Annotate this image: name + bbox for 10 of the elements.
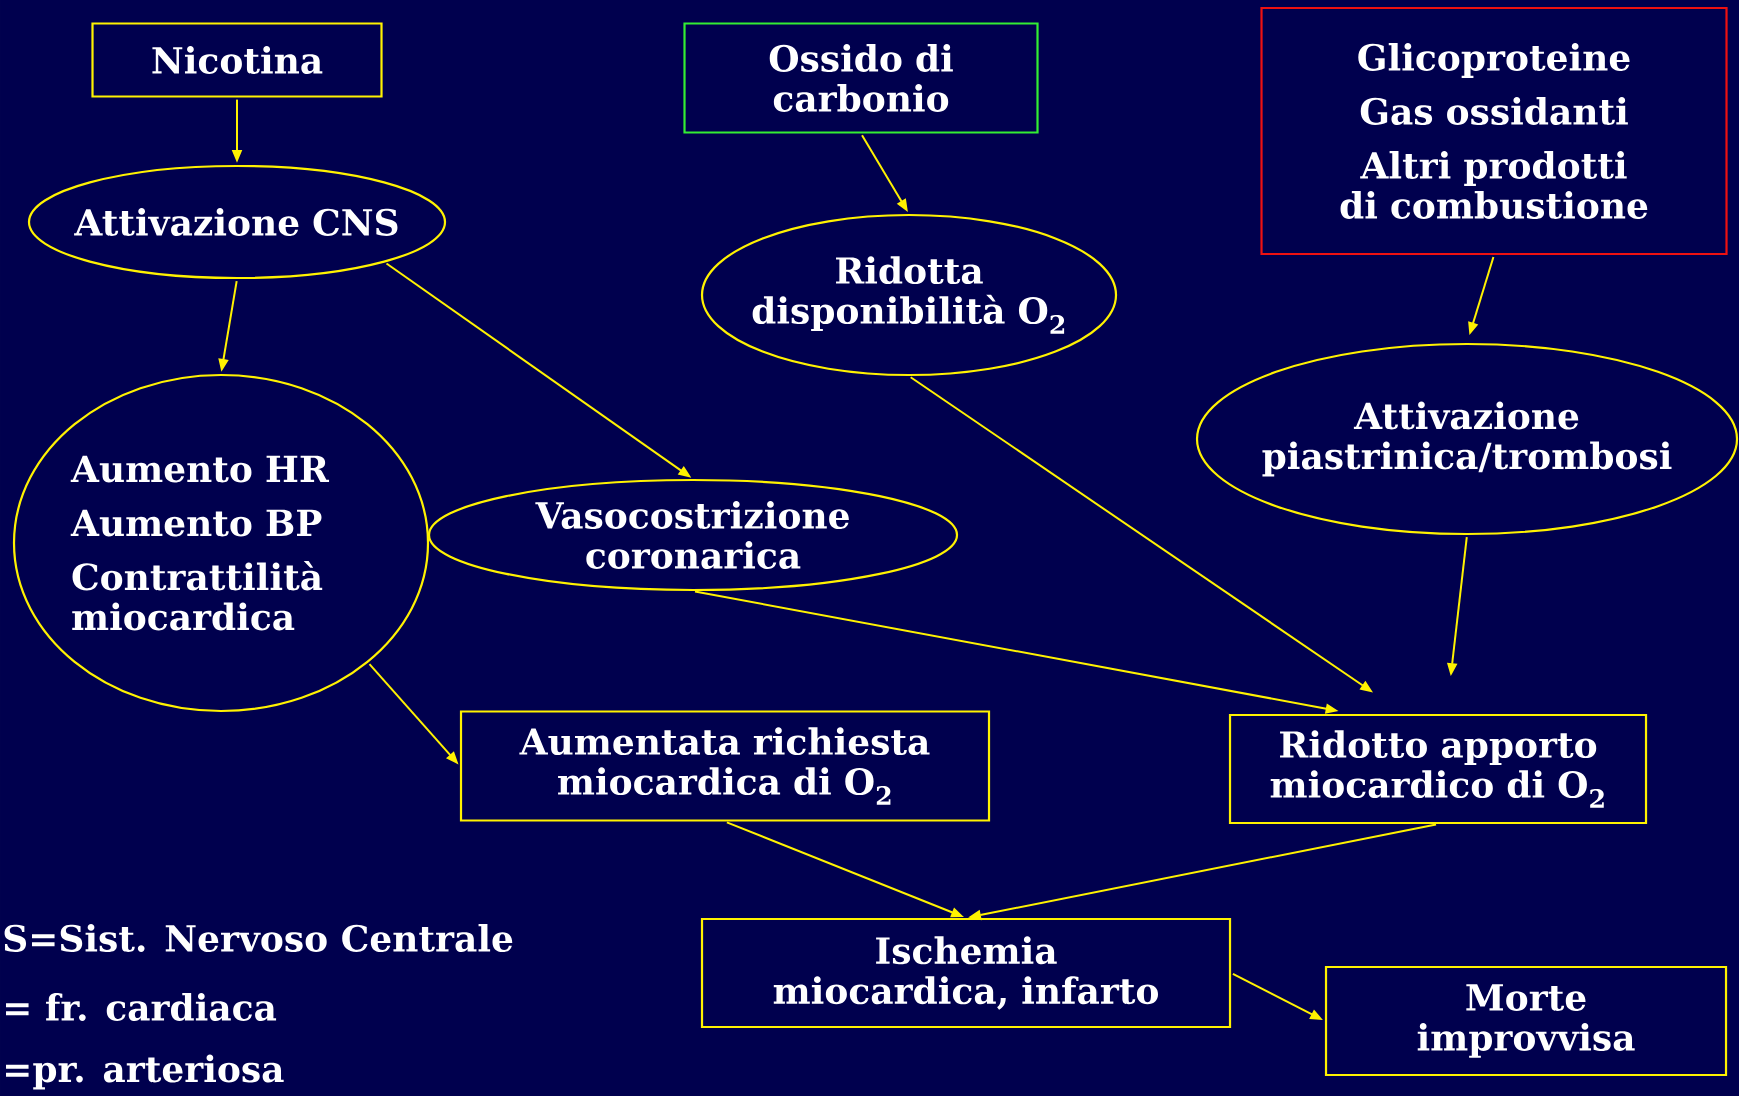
process-box: Nicotina <box>91 22 383 98</box>
process-box: Ridotto apporto miocardico di O$_{2}$ <box>1228 713 1648 825</box>
legend-text: S=Sist. Nervoso Centrale <box>4 924 513 952</box>
process-box: Ossido di carbonio <box>683 22 1039 134</box>
process-box: Aumentata richiesta miocardica di O$_{2}$ <box>459 710 991 822</box>
legend-text: = fr. cardiaca <box>6 993 277 1021</box>
legend-text: =pr. arteriosa <box>6 1054 284 1090</box>
process-box: Ischemia miocardica, infarto <box>700 917 1232 1029</box>
process-box: Glicoproteine Gas ossidanti Altri prodotti di combustione <box>1260 6 1728 256</box>
process-box: Morte improvvisa <box>1324 965 1728 1077</box>
